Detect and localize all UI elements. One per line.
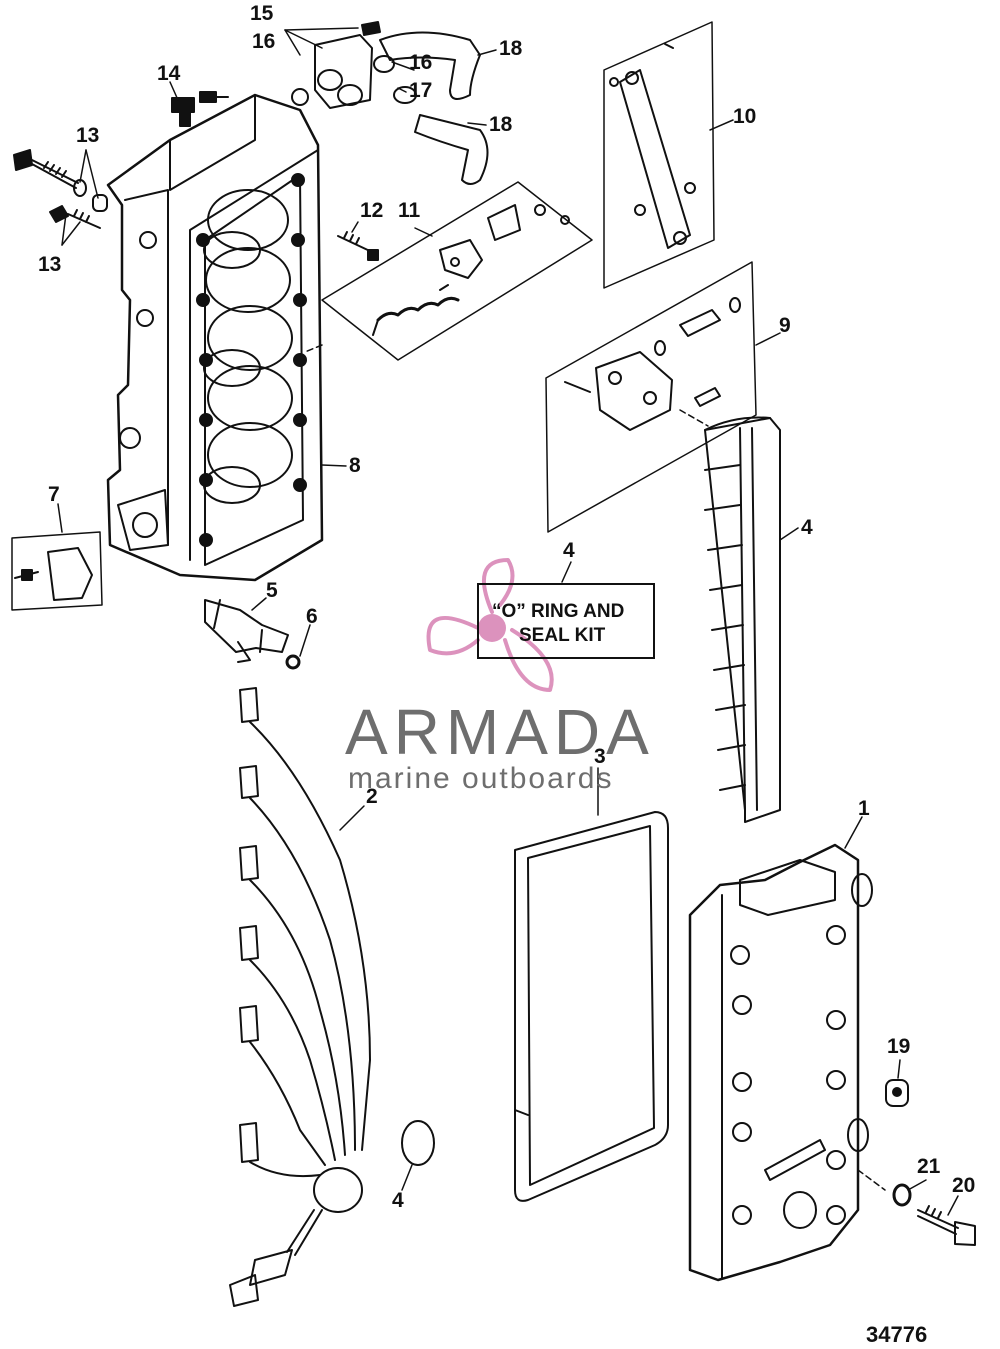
callout-21: 21	[917, 1155, 941, 1178]
part-13-bolt-left	[49, 205, 101, 229]
callout-18: 18	[489, 113, 513, 136]
callout-2: 2	[366, 785, 378, 808]
part-5-rail	[704, 416, 781, 823]
callout-10: 9	[779, 314, 791, 337]
callout-20: 20	[952, 1174, 976, 1197]
callout-15: 14	[157, 62, 181, 85]
part-11-linkage	[603, 21, 715, 289]
part-9-housing	[106, 93, 324, 582]
part-14-bolt	[13, 149, 108, 212]
part-15-fittings	[171, 91, 229, 127]
seal-kit-label-line-2: SEAL KIT	[519, 625, 606, 646]
part-8-cover-plate	[11, 531, 103, 611]
callout-1: 1	[858, 797, 870, 820]
part-12-throttle-cam	[321, 181, 593, 361]
callout-5: 4	[801, 516, 813, 539]
callout-18: 17	[409, 79, 433, 102]
part-1-cover	[688, 843, 873, 1282]
callout-9: 8	[349, 454, 361, 477]
callout-8: 7	[48, 483, 60, 506]
callout-3: 3	[594, 745, 606, 768]
callout-13: 12	[360, 199, 384, 222]
part-13-bolt-right	[337, 231, 379, 261]
seal-kit-label-line-1: “O” RING AND	[492, 601, 625, 622]
part-19-spacer	[885, 1079, 909, 1107]
callout-16: 15	[250, 2, 274, 25]
part-3-gasket	[514, 811, 669, 1202]
part-17-fitting-block	[291, 21, 417, 109]
callout-4: 4	[563, 539, 575, 562]
brand-tagline: marine outboards	[348, 762, 614, 795]
part-18-hoses	[379, 31, 489, 185]
part-10-valve-assembly	[545, 261, 757, 533]
callout-4: 4	[392, 1189, 404, 1212]
leader-lines	[57, 27, 959, 1216]
part-7-oring	[285, 654, 301, 670]
callout-19: 19	[887, 1035, 911, 1058]
part-21-washer	[892, 1183, 912, 1207]
part-2-harness	[229, 687, 435, 1307]
callout-11: 10	[733, 105, 757, 128]
callout-13: 13	[38, 253, 62, 276]
brand-name: ARMADA	[345, 696, 655, 768]
callout-16: 16	[409, 51, 433, 74]
callout-18: 18	[499, 37, 523, 60]
part-20-bolt	[917, 1205, 976, 1246]
callout-12: 11	[398, 199, 421, 222]
callout-7: 6	[306, 605, 318, 628]
seal-kit-label: “O” RING AND SEAL KIT	[477, 583, 655, 659]
callout-17: 16	[252, 30, 276, 53]
callout-6: 5	[266, 579, 278, 602]
drawing-number: 34776	[866, 1322, 928, 1347]
part-6-injector	[204, 599, 289, 663]
brand-logo-propeller	[426, 558, 554, 692]
callout-14: 13	[76, 124, 100, 147]
